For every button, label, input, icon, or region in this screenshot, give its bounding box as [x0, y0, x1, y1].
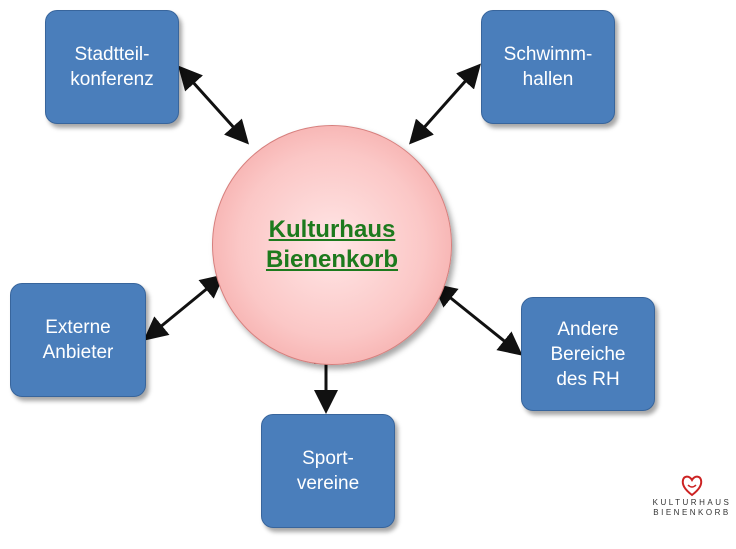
center-label-line1: Kulturhaus [268, 216, 396, 243]
node-label-line1: Schwimm- [503, 44, 593, 65]
center-node-kulturhaus: Kulturhaus Bienenkorb [212, 125, 452, 365]
heart-outline-icon [681, 475, 703, 497]
node-schwimmhallen: Schwimm- hallen [481, 10, 615, 124]
center-label-line2: Bienenkorb [265, 246, 399, 273]
node-sportvereine: Sport- vereine [261, 414, 395, 528]
node-label-line1: Sport- [302, 448, 354, 469]
logo-text-line2: BIENENKORB [653, 508, 731, 517]
node-label-line1: Stadtteil- [74, 44, 150, 65]
node-label-line2: hallen [522, 69, 574, 90]
arrow-stadtteil-center [177, 65, 250, 145]
node-label-line2: vereine [296, 473, 360, 494]
arrow-schwimm-center [409, 63, 481, 145]
node-label-line2: Anbieter [42, 342, 114, 363]
node-andere-bereiche: Andere Bereiche des RH [521, 297, 655, 411]
node-externe-anbieter: Externe Anbieter [10, 283, 146, 397]
node-label-line3: des RH [556, 368, 620, 390]
arrow-andere-center [432, 283, 523, 356]
node-stadtteilkonferenz: Stadtteil- konferenz [45, 10, 179, 124]
logo-text-line1: KULTURHAUS [652, 498, 732, 507]
arrow-externe-center [143, 274, 225, 341]
node-label-line2: konferenz [70, 69, 154, 90]
node-label-line1: Externe [45, 317, 111, 338]
node-label-line1: Andere [557, 318, 619, 340]
kulturhaus-logo: KULTURHAUS BIENENKORB [648, 472, 736, 544]
node-label-line2: Bereiche [550, 343, 626, 365]
